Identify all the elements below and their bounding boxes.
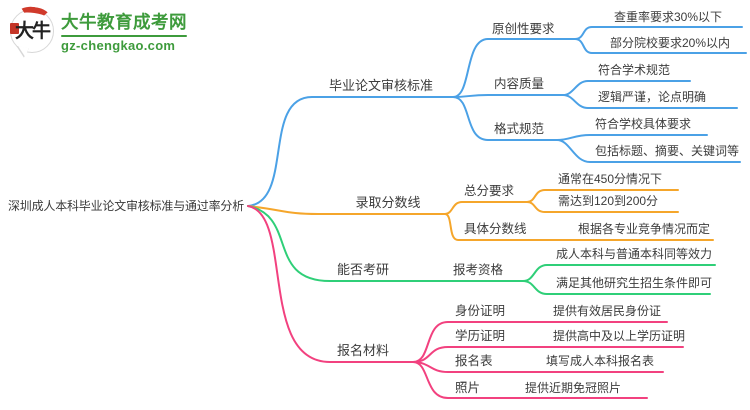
branch-line-originality [452,38,576,98]
branch-line-score [247,205,446,215]
logo-text-block: 大牛教育成考网 gz-chengkao.com [61,9,187,53]
leaf-fill-form[interactable]: 填写成人本科报名表 [546,354,655,368]
leaf-title-abstract-keywords[interactable]: 包括标题、摘要、关键词等 [595,144,740,158]
logo-calligraphy-text: 大牛 [14,21,51,42]
leaf-line-id [412,321,668,363]
leaf-120-200[interactable]: 需达到120到200分 [558,194,659,208]
leaf-id-card[interactable]: 提供有效居民身份证 [553,304,662,318]
logo-divider [61,35,187,37]
logo-bubble-icon: 大牛 [10,4,54,59]
leaf-line-photo [412,361,648,399]
logo[interactable]: 大牛 大牛教育成考网 gz-chengkao.com [10,4,187,59]
branch-thesis-standards[interactable]: 毕业论文审核标准 [328,78,433,93]
leaf-line-school-req [556,134,708,141]
leaf-line-logic [562,94,738,109]
node-total-score[interactable]: 总分要求 [464,184,515,198]
logo-domain: gz-chengkao.com [61,38,176,53]
branch-line-thesis [247,96,454,207]
branch-line-specific-score [444,213,714,241]
leaf-dup-rate-20[interactable]: 部分院校要求20%以内 [609,36,731,50]
branch-admission-score[interactable]: 录取分数线 [355,195,421,210]
leaf-highschool-proof[interactable]: 提供高中及以上学历证明 [553,329,686,343]
branch-kaoyan[interactable]: 能否考研 [337,262,390,277]
leaf-by-major-competition[interactable]: 根据各专业竞争情况而定 [578,222,711,236]
node-content-quality[interactable]: 内容质量 [494,77,545,91]
node-education-proof[interactable]: 学历证明 [455,329,506,343]
leaf-line-120-200 [526,201,679,213]
leaf-line-dup-rate-20 [574,38,747,54]
leaf-dup-rate-30[interactable]: 查重率要求30%以下 [613,10,723,24]
leaf-line-title-abstract [556,139,741,163]
node-format-norms[interactable]: 格式规范 [494,122,545,136]
node-originality[interactable]: 原创性要求 [492,22,555,36]
node-apply-qualification[interactable]: 报考资格 [453,263,504,277]
branch-line-kaoyan [247,205,524,282]
branch-line-materials [247,205,414,363]
root-node[interactable]: 深圳成人本科毕业论文审核标准与通过率分析 [8,199,245,213]
leaf-academic-norms[interactable]: 符合学术规范 [598,63,671,77]
branch-line-content-quality [452,94,564,98]
leaf-logic-clear[interactable]: 逻辑严谨，论点明确 [598,90,707,104]
branch-materials[interactable]: 报名材料 [337,343,390,358]
node-specific-score[interactable]: 具体分数线 [464,222,527,236]
leaf-recent-photo[interactable]: 提供近期免冠照片 [525,381,622,395]
node-id-proof[interactable]: 身份证明 [455,304,506,318]
leaf-line-other-conditions [522,280,711,295]
node-registration-form[interactable]: 报名表 [455,354,493,368]
branch-line-format [452,96,558,141]
branch-line-total-score [444,201,528,215]
logo-red-seal-icon [10,23,19,34]
logo-title: 大牛教育成考网 [61,12,187,32]
leaf-equal-effect[interactable]: 成人本科与普通本科同等效力 [556,247,713,261]
leaf-school-specific[interactable]: 符合学校具体要求 [595,117,692,131]
leaf-other-conditions[interactable]: 满足其他研究生招生条件即可 [556,276,713,290]
leaf-450-total[interactable]: 通常在450分情况下 [558,172,663,186]
node-photo[interactable]: 照片 [455,381,481,395]
